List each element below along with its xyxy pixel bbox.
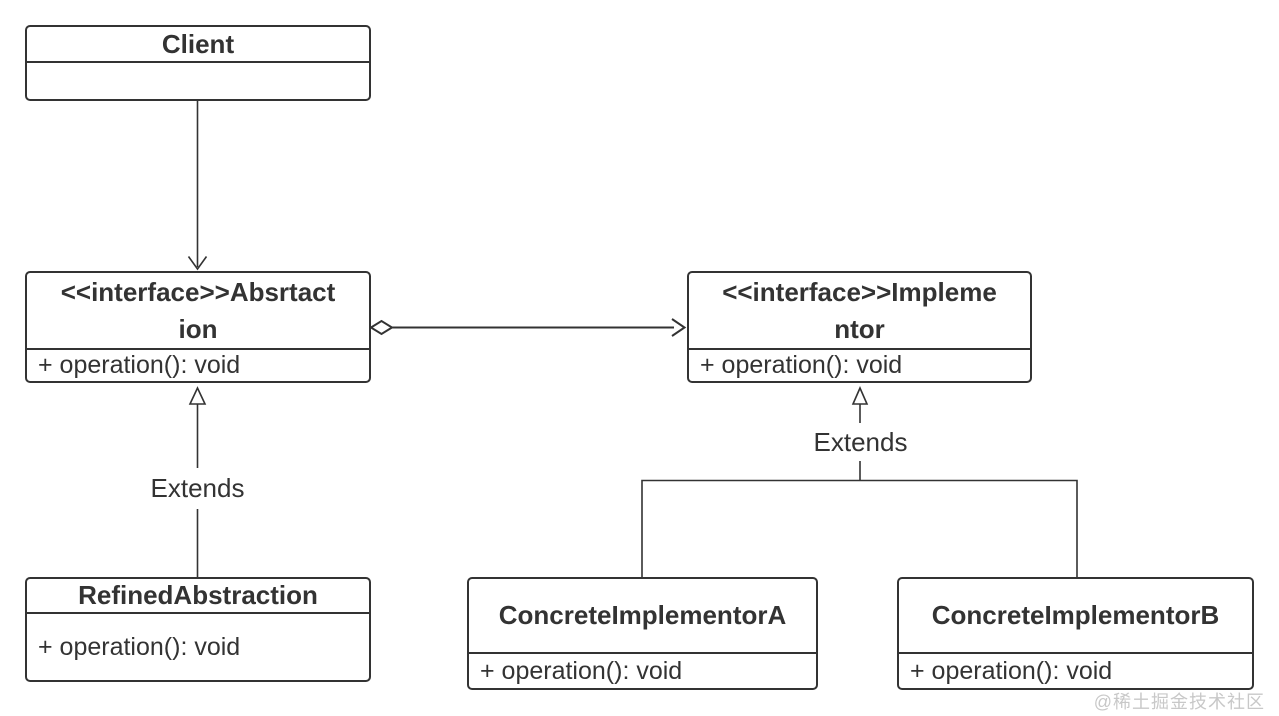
- class-compartment-divider: [27, 348, 369, 350]
- down-open-arrowhead-icon: [187, 256, 208, 271]
- member-operation: + operation(): void: [910, 656, 1113, 685]
- class-compartment-divider: [469, 652, 816, 654]
- class-box-refined-abstraction: RefinedAbstraction + operation(): void: [25, 577, 371, 682]
- class-members: + operation(): void: [27, 614, 369, 680]
- class-box-client: Client: [25, 25, 371, 101]
- class-members: + operation(): void: [469, 654, 816, 688]
- right-open-arrowhead-icon: [671, 318, 687, 337]
- implementor-extends-branch: [641, 479, 1078, 578]
- class-title-text: ConcreteImplementorA: [498, 600, 787, 630]
- member-operation: + operation(): void: [38, 351, 241, 379]
- member-operation: + operation(): void: [480, 656, 683, 685]
- class-members: + operation(): void: [27, 350, 369, 381]
- class-members-empty: [27, 63, 369, 99]
- class-compartment-divider: [899, 652, 1252, 654]
- class-title: <<interface>>Impleme ntor: [689, 273, 1030, 348]
- class-box-abstraction: <<interface>>Absrtact ion + operation():…: [25, 271, 371, 383]
- class-box-concrete-implementor-b: ConcreteImplementorB + operation(): void: [897, 577, 1254, 690]
- class-title-text: RefinedAbstraction: [78, 580, 318, 610]
- class-title: ConcreteImplementorB: [899, 579, 1252, 652]
- class-title: Client: [27, 27, 369, 61]
- class-compartment-divider: [27, 612, 369, 614]
- class-members: + operation(): void: [899, 654, 1252, 688]
- class-title-text: ConcreteImplementorB: [931, 600, 1220, 630]
- class-compartment-divider: [27, 61, 369, 63]
- watermark: @稀土掘金技术社区: [1093, 692, 1265, 712]
- class-title-line1: <<interface>>Impleme: [722, 276, 997, 307]
- class-title: <<interface>>Absrtact ion: [27, 273, 369, 348]
- class-title-line2: ntor: [834, 313, 885, 344]
- class-title-line1: <<interface>>Absrtact: [60, 276, 336, 307]
- aggregation-diamond-icon: [369, 319, 394, 336]
- extends-label-right: Extends: [793, 426, 928, 459]
- class-title: ConcreteImplementorA: [469, 579, 816, 652]
- class-title: RefinedAbstraction: [27, 579, 369, 612]
- member-operation: + operation(): void: [38, 632, 241, 661]
- extends-label-left: Extends: [130, 472, 265, 505]
- class-box-concrete-implementor-a: ConcreteImplementorA + operation(): void: [467, 577, 818, 690]
- class-title-line2: ion: [178, 313, 218, 344]
- class-members: + operation(): void: [689, 350, 1030, 381]
- generalization-triangle-icon: [188, 386, 207, 405]
- class-title-text: Client: [161, 29, 235, 59]
- class-box-implementor: <<interface>>Impleme ntor + operation():…: [687, 271, 1032, 383]
- generalization-triangle-icon: [851, 386, 869, 405]
- class-compartment-divider: [689, 348, 1030, 350]
- member-operation: + operation(): void: [700, 351, 903, 379]
